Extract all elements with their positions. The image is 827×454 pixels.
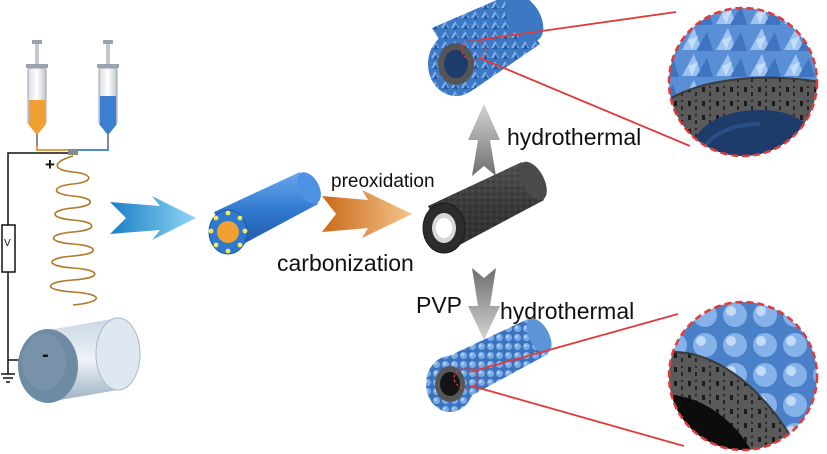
arrow-blue-icon	[110, 196, 196, 240]
voltage-source-icon	[1, 224, 16, 273]
fiber-nanoparticle-icon	[426, 318, 552, 412]
collector-drum-icon	[18, 317, 141, 403]
arrow-down-icon	[468, 268, 500, 340]
label-hydrothermal-top: hydrothermal	[507, 124, 642, 150]
voltage-symbol: V	[4, 238, 11, 249]
nozzle	[68, 149, 78, 155]
minus-sign: -	[42, 344, 49, 366]
magnifier-circle-bottom-icon	[667, 300, 819, 452]
label-preoxidation: preoxidation	[331, 171, 435, 192]
arrow-orange-icon	[322, 190, 412, 238]
syringe-blue-icon	[97, 40, 119, 146]
syringe-orange-icon	[26, 40, 48, 146]
electrospinning-setup	[1, 40, 141, 403]
fiber-nanosheet-icon	[428, 0, 544, 96]
magnifier-circle-top-icon	[667, 6, 819, 158]
plus-sign: +	[45, 155, 55, 174]
label-pvp: PVP	[416, 292, 463, 318]
label-carbonization: carbonization	[277, 250, 414, 276]
fiber-blue-icon	[208, 172, 321, 255]
zoom-lines	[469, 11, 691, 447]
arrow-up-icon	[468, 104, 500, 176]
label-hydrothermal-bottom: hydrothermal	[500, 298, 635, 324]
spring-coil-icon	[49, 155, 97, 306]
fiber-carbon-icon	[422, 161, 547, 254]
